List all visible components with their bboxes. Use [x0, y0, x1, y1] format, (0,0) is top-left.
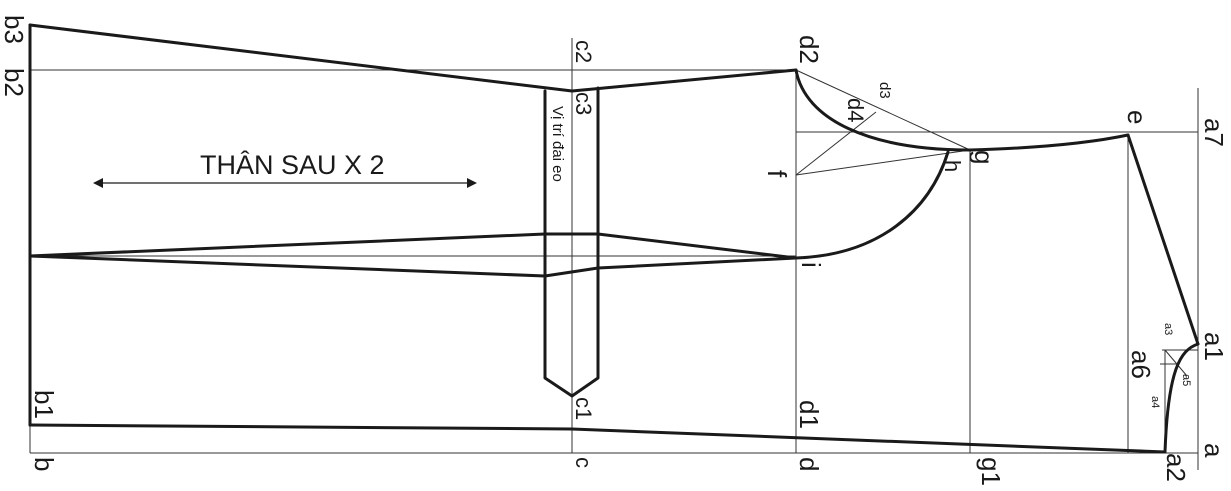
outline-top-edge: [28, 23, 798, 93]
outline-bottom-edge: [28, 423, 1167, 454]
label-g1: g1: [976, 457, 1006, 486]
outline-hip-dart: [28, 232, 798, 278]
guide-a5: [1164, 349, 1188, 377]
label-e: e: [1122, 110, 1152, 124]
label-d3: d3: [876, 82, 893, 99]
pattern-outline: [28, 23, 1200, 454]
label-b2: b2: [0, 68, 29, 97]
label-d: d: [794, 457, 824, 471]
label-a1: a1: [1199, 332, 1229, 361]
outline-crotch-curve: [794, 68, 972, 152]
label-h: h: [940, 160, 965, 172]
label-d4: d4: [843, 98, 868, 122]
label-a4: a4: [1149, 396, 1161, 408]
label-a5: a5: [1180, 374, 1192, 386]
label-b: b: [29, 457, 59, 471]
label-d1: d1: [794, 400, 824, 429]
label-c2: c2: [571, 40, 596, 63]
waistband-position-note: Vị trí đai eo: [549, 106, 566, 182]
label-a7: a7: [1199, 118, 1229, 147]
label-c1: c1: [571, 397, 596, 420]
outline-h-i-curve: [794, 150, 950, 260]
label-a: a: [1199, 443, 1229, 458]
label-c: c: [571, 457, 596, 468]
label-a3: a3: [1162, 323, 1174, 335]
outline-a1-a2: [1163, 342, 1200, 454]
outline-waistband-strip: [543, 86, 600, 398]
label-f: f: [762, 170, 792, 178]
label-i: i: [796, 262, 826, 268]
label-b1: b1: [29, 390, 59, 419]
guide-f-g: [795, 149, 971, 176]
double-arrow: [93, 178, 477, 188]
guide-d2-g: [795, 69, 971, 151]
label-b3: b3: [0, 15, 29, 44]
label-c3: c3: [571, 92, 596, 115]
label-d2: d2: [794, 35, 824, 64]
outline-e-a1: [1126, 133, 1200, 346]
point-labels: b3 b2 b1 b c2 c3 c1 c Vị trí đai eo d2 d…: [0, 15, 1229, 486]
guide-lines: [29, 38, 1199, 470]
guide-f-d3: [795, 111, 877, 176]
label-a2: a2: [1161, 453, 1191, 482]
outline-g-e: [968, 133, 1130, 152]
label-a6: a6: [1126, 350, 1156, 379]
pattern-title: THÂN SAU X 2: [200, 149, 385, 180]
label-g: g: [969, 150, 999, 164]
